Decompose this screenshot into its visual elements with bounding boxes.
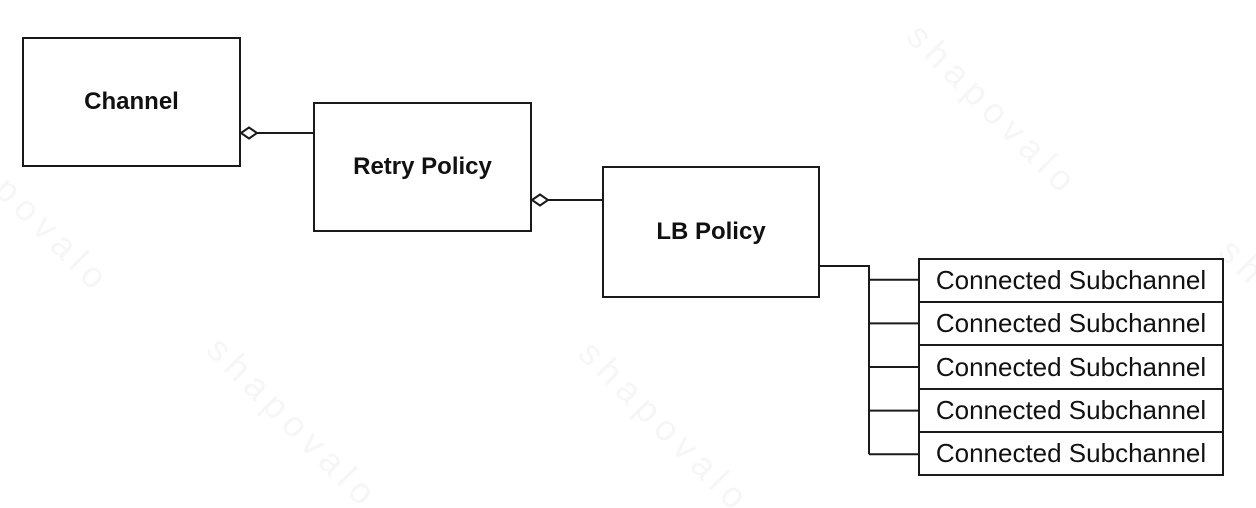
retry-policy-box-label: Retry Policy [353, 153, 492, 180]
subchannel-row: Connected Subchannel [920, 430, 1222, 474]
subchannel-stack: Connected Subchannel Connected Subchanne… [918, 258, 1224, 476]
subchannel-row: Connected Subchannel [920, 344, 1222, 387]
channel-box: Channel [22, 37, 241, 167]
subchannel-row: Connected Subchannel [920, 260, 1222, 301]
subchannel-row: Connected Subchannel [920, 301, 1222, 344]
subchannel-row-label: Connected Subchannel [935, 308, 1207, 339]
subchannel-row-label: Connected Subchannel [935, 394, 1207, 425]
lb-policy-box: LB Policy [602, 166, 820, 298]
channel-box-label: Channel [84, 88, 179, 115]
connector-trunk-lb-subchannels [820, 265, 870, 455]
subchannel-row-label: Connected Subchannel [935, 265, 1207, 296]
subchannel-row-label: Connected Subchannel [935, 437, 1207, 468]
aggregation-diamond-channel-icon [239, 126, 259, 140]
lb-policy-box-label: LB Policy [656, 218, 766, 245]
subchannel-row: Connected Subchannel [920, 387, 1222, 431]
subchannel-row-label: Connected Subchannel [935, 351, 1207, 382]
retry-policy-box: Retry Policy [313, 102, 532, 232]
aggregation-diamond-retry-icon [530, 193, 550, 207]
